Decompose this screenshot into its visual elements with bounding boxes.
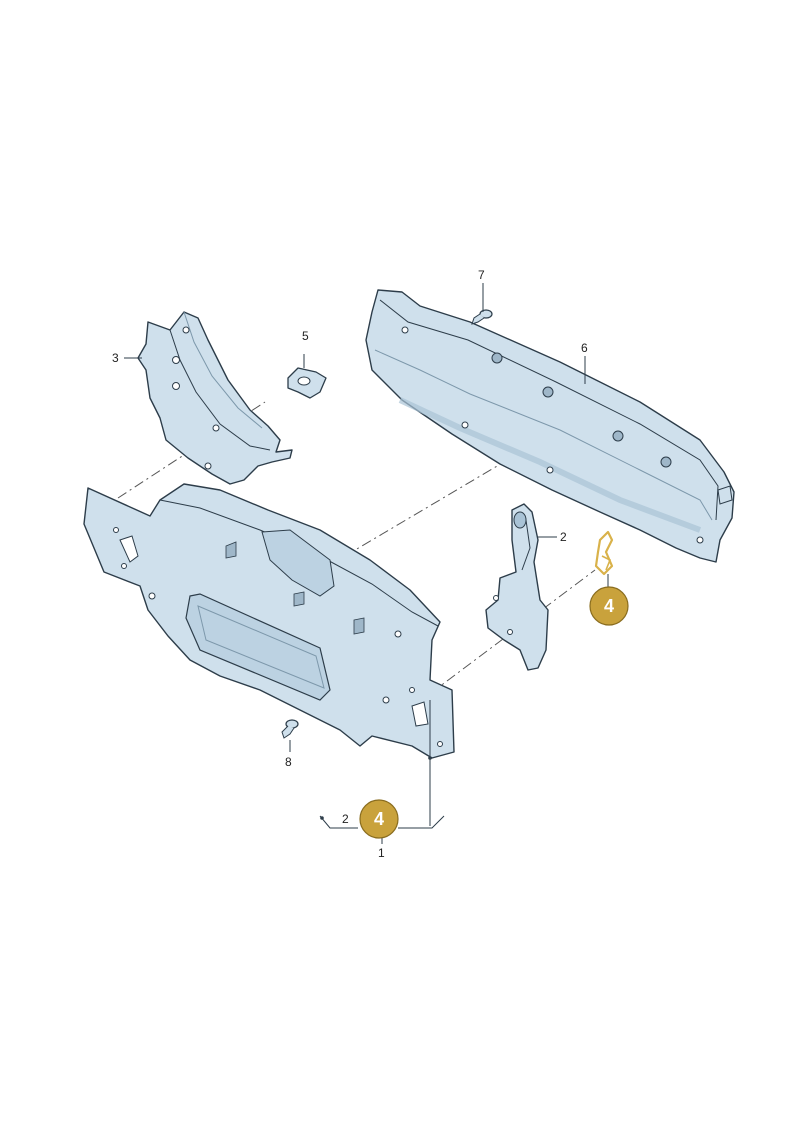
badge-part-4-lower: 4: [359, 799, 399, 839]
label-part-8: 8: [285, 755, 292, 769]
label-part-7: 7: [478, 268, 485, 282]
leader-dot-mid: [428, 756, 432, 760]
label-part-6: 6: [581, 341, 588, 355]
badge-lower-text: 4: [374, 809, 384, 829]
label-part-2: 2: [560, 530, 567, 544]
highlighted-clip: [594, 530, 614, 588]
label-part-2-group: 2: [342, 812, 349, 826]
upright-bracket: [485, 503, 549, 671]
screw-lower: [281, 719, 299, 752]
leader-dot-left: [320, 816, 324, 820]
screw-upper: [471, 309, 493, 325]
rear-cross-member: [365, 289, 735, 563]
rear-panel: [83, 483, 455, 759]
label-part-3: 3: [112, 351, 119, 365]
label-part-1: 1: [378, 846, 385, 860]
leader-lines: [124, 283, 586, 844]
small-bracket: [287, 354, 327, 399]
label-part-5: 5: [302, 329, 309, 343]
badge-part-4-upper: 4: [589, 586, 629, 626]
side-bracket: [137, 311, 293, 485]
badge-upper-text: 4: [604, 596, 614, 616]
